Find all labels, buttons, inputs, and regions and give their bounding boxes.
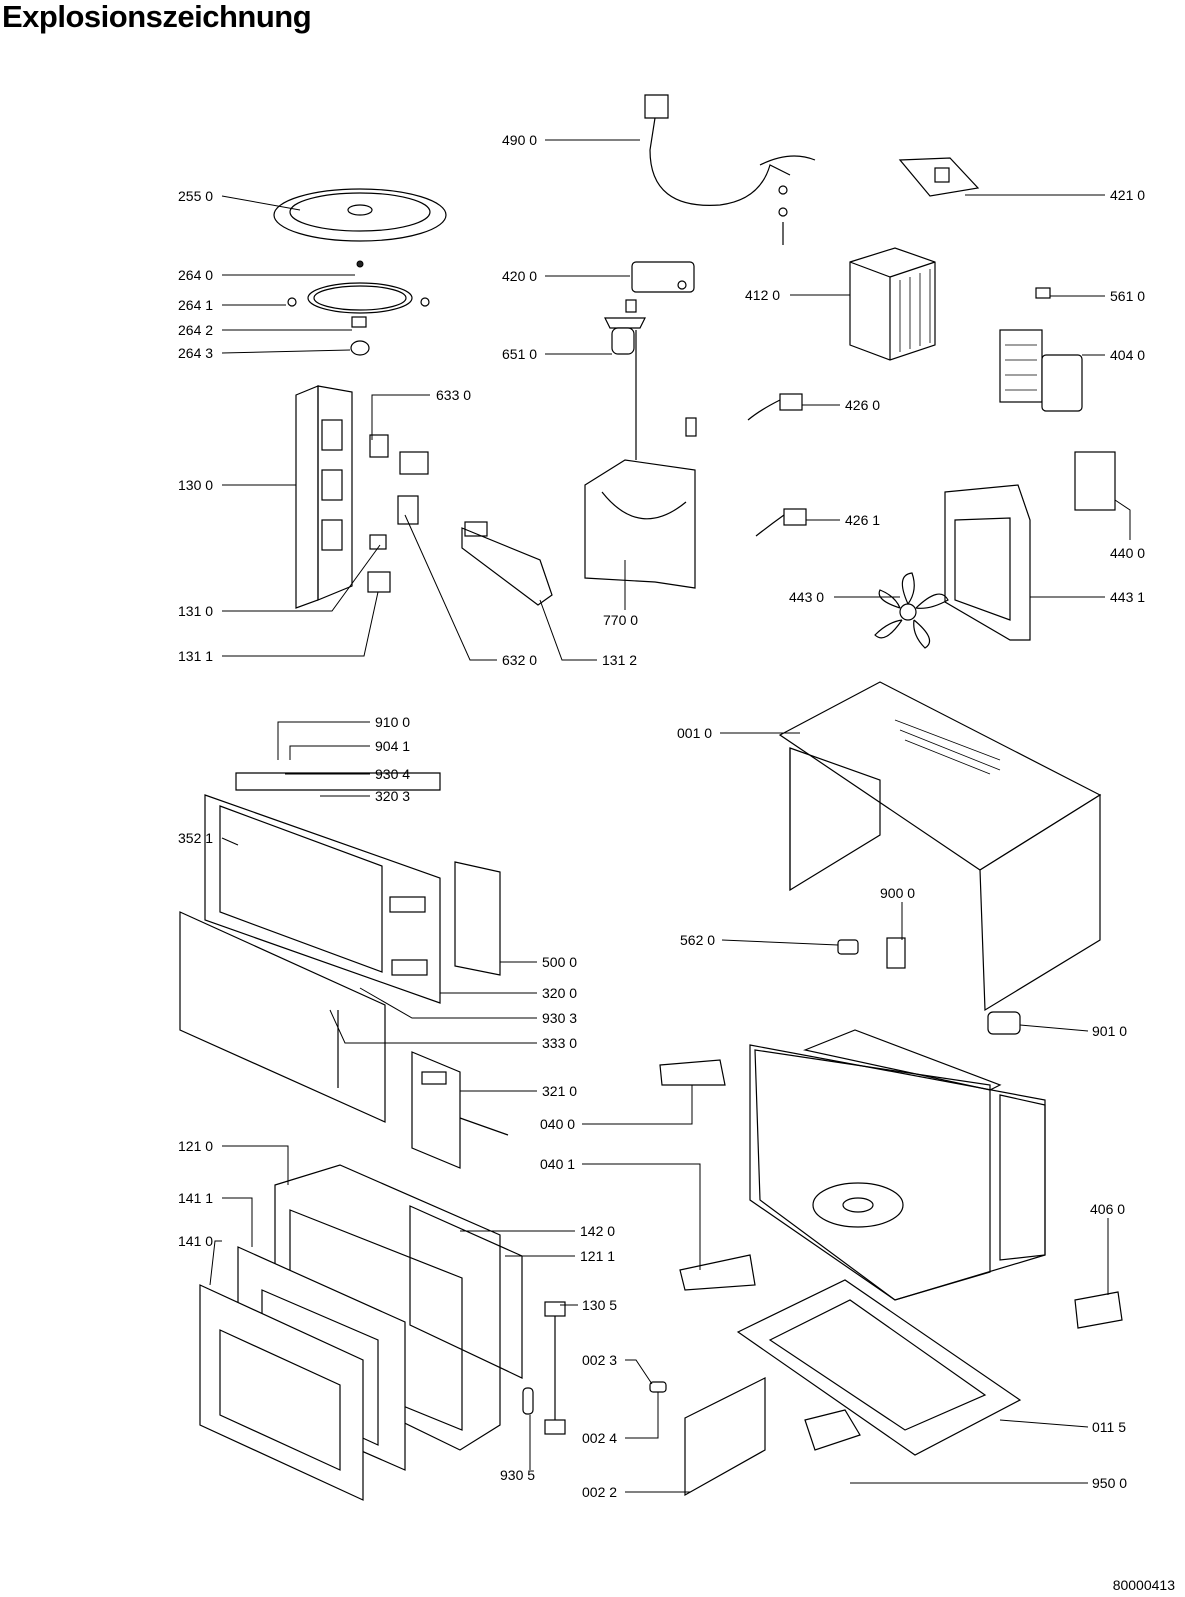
callout-0401: 040 1 <box>540 1156 575 1172</box>
callout-6330: 633 0 <box>436 387 471 403</box>
callout-9041: 904 1 <box>375 738 410 754</box>
callout-4040: 404 0 <box>1110 347 1145 363</box>
callout-2550: 255 0 <box>178 188 213 204</box>
callout-4261: 426 1 <box>845 512 880 528</box>
leader-lines <box>209 139 1131 1493</box>
callout-0400: 040 0 <box>540 1116 575 1132</box>
callout-0023: 002 3 <box>582 1352 617 1368</box>
part-control-panel-frame <box>204 772 441 1004</box>
part-capacitor <box>631 261 695 293</box>
callout-2642: 264 2 <box>178 322 213 338</box>
part-keypad-membrane <box>411 1051 509 1169</box>
callout-6320: 632 0 <box>502 652 537 668</box>
callout-1305: 130 5 <box>582 1297 617 1313</box>
part-door-spring-latch <box>522 1301 566 1435</box>
callout-7700: 770 0 <box>603 612 638 628</box>
part-thermal-fuse-mount <box>604 299 646 355</box>
callout-0024: 002 4 <box>582 1430 617 1446</box>
part-door-assembly <box>199 1164 523 1501</box>
part-control-board <box>898 157 980 197</box>
callout-9500: 950 0 <box>1092 1475 1127 1491</box>
callout-4260: 426 0 <box>845 397 880 413</box>
callout-0022: 002 2 <box>582 1484 617 1500</box>
part-turntable-plate <box>273 188 447 242</box>
part-door-switch-901 <box>987 1011 1021 1035</box>
callout-1411: 141 1 <box>178 1190 213 1206</box>
callout-3330: 333 0 <box>542 1035 577 1051</box>
part-door-hinge-frame <box>295 385 429 609</box>
callout-9100: 910 0 <box>375 714 410 730</box>
callout-0115: 011 5 <box>1092 1419 1126 1435</box>
part-microswitches <box>747 393 807 537</box>
callout-9304: 930 4 <box>375 766 410 782</box>
part-fan-motor <box>1074 451 1116 511</box>
callout-4430: 443 0 <box>789 589 824 605</box>
part-pcb-board <box>454 861 501 976</box>
part-base-plate <box>736 1279 1022 1456</box>
part-thermostat-562 <box>837 939 859 955</box>
callout-1420: 142 0 <box>580 1223 615 1239</box>
callout-9000: 900 0 <box>880 885 915 901</box>
callout-1310: 131 0 <box>178 603 213 619</box>
callout-9010: 901 0 <box>1092 1023 1127 1039</box>
part-waveguide-cover <box>584 330 697 589</box>
part-fan-duct <box>944 484 1031 641</box>
callout-1210: 121 0 <box>178 1138 213 1154</box>
callout-9303: 930 3 <box>542 1010 577 1026</box>
callout-4060: 406 0 <box>1090 1201 1125 1217</box>
callout-labels: 255 0 264 0 264 1 264 2 264 3 130 0 633 … <box>178 132 1145 1500</box>
part-door-glass <box>179 911 386 1123</box>
callout-4900: 490 0 <box>502 132 537 148</box>
callout-4431: 443 1 <box>1110 589 1145 605</box>
callout-4120: 412 0 <box>745 287 780 303</box>
part-latch-bracket <box>461 521 553 606</box>
callout-3210: 321 0 <box>542 1083 577 1099</box>
part-bottom-cover <box>649 1377 766 1497</box>
part-cavity-chassis <box>749 1029 1046 1301</box>
callout-1410: 141 0 <box>178 1233 213 1249</box>
callout-1312: 131 2 <box>602 652 637 668</box>
callout-6510: 651 0 <box>502 346 537 362</box>
callout-2643: 264 3 <box>178 345 213 361</box>
part-transformer <box>849 247 936 361</box>
callout-0010: 001 0 <box>677 725 712 741</box>
callout-9305: 930 5 <box>500 1467 535 1483</box>
callout-5610: 561 0 <box>1110 288 1145 304</box>
part-power-cord <box>644 94 816 245</box>
part-motor-406 <box>1074 1291 1123 1329</box>
callout-5000: 500 0 <box>542 954 577 970</box>
callout-2640: 264 0 <box>178 267 213 283</box>
callout-3521: 352 1 <box>178 830 213 846</box>
callout-4200: 420 0 <box>502 268 537 284</box>
callout-4210: 421 0 <box>1110 187 1145 203</box>
part-switch-900 <box>886 937 906 969</box>
part-fan-blade <box>874 572 949 649</box>
part-mounting-brackets <box>659 1059 756 1291</box>
part-magnetron <box>999 287 1083 412</box>
callout-4400: 440 0 <box>1110 545 1145 561</box>
document-number: 80000413 <box>1112 1577 1175 1593</box>
callout-3203: 320 3 <box>375 788 410 804</box>
part-outer-case <box>778 681 1102 1012</box>
callout-1211: 121 1 <box>580 1248 615 1264</box>
part-roller-ring <box>287 260 430 356</box>
callout-1311: 131 1 <box>178 648 213 664</box>
page-title: Explosionszeichnung <box>2 0 312 34</box>
callout-3200: 320 0 <box>542 985 577 1001</box>
callout-5620: 562 0 <box>680 932 715 948</box>
callout-1300: 130 0 <box>178 477 213 493</box>
callout-2641: 264 1 <box>178 297 213 313</box>
